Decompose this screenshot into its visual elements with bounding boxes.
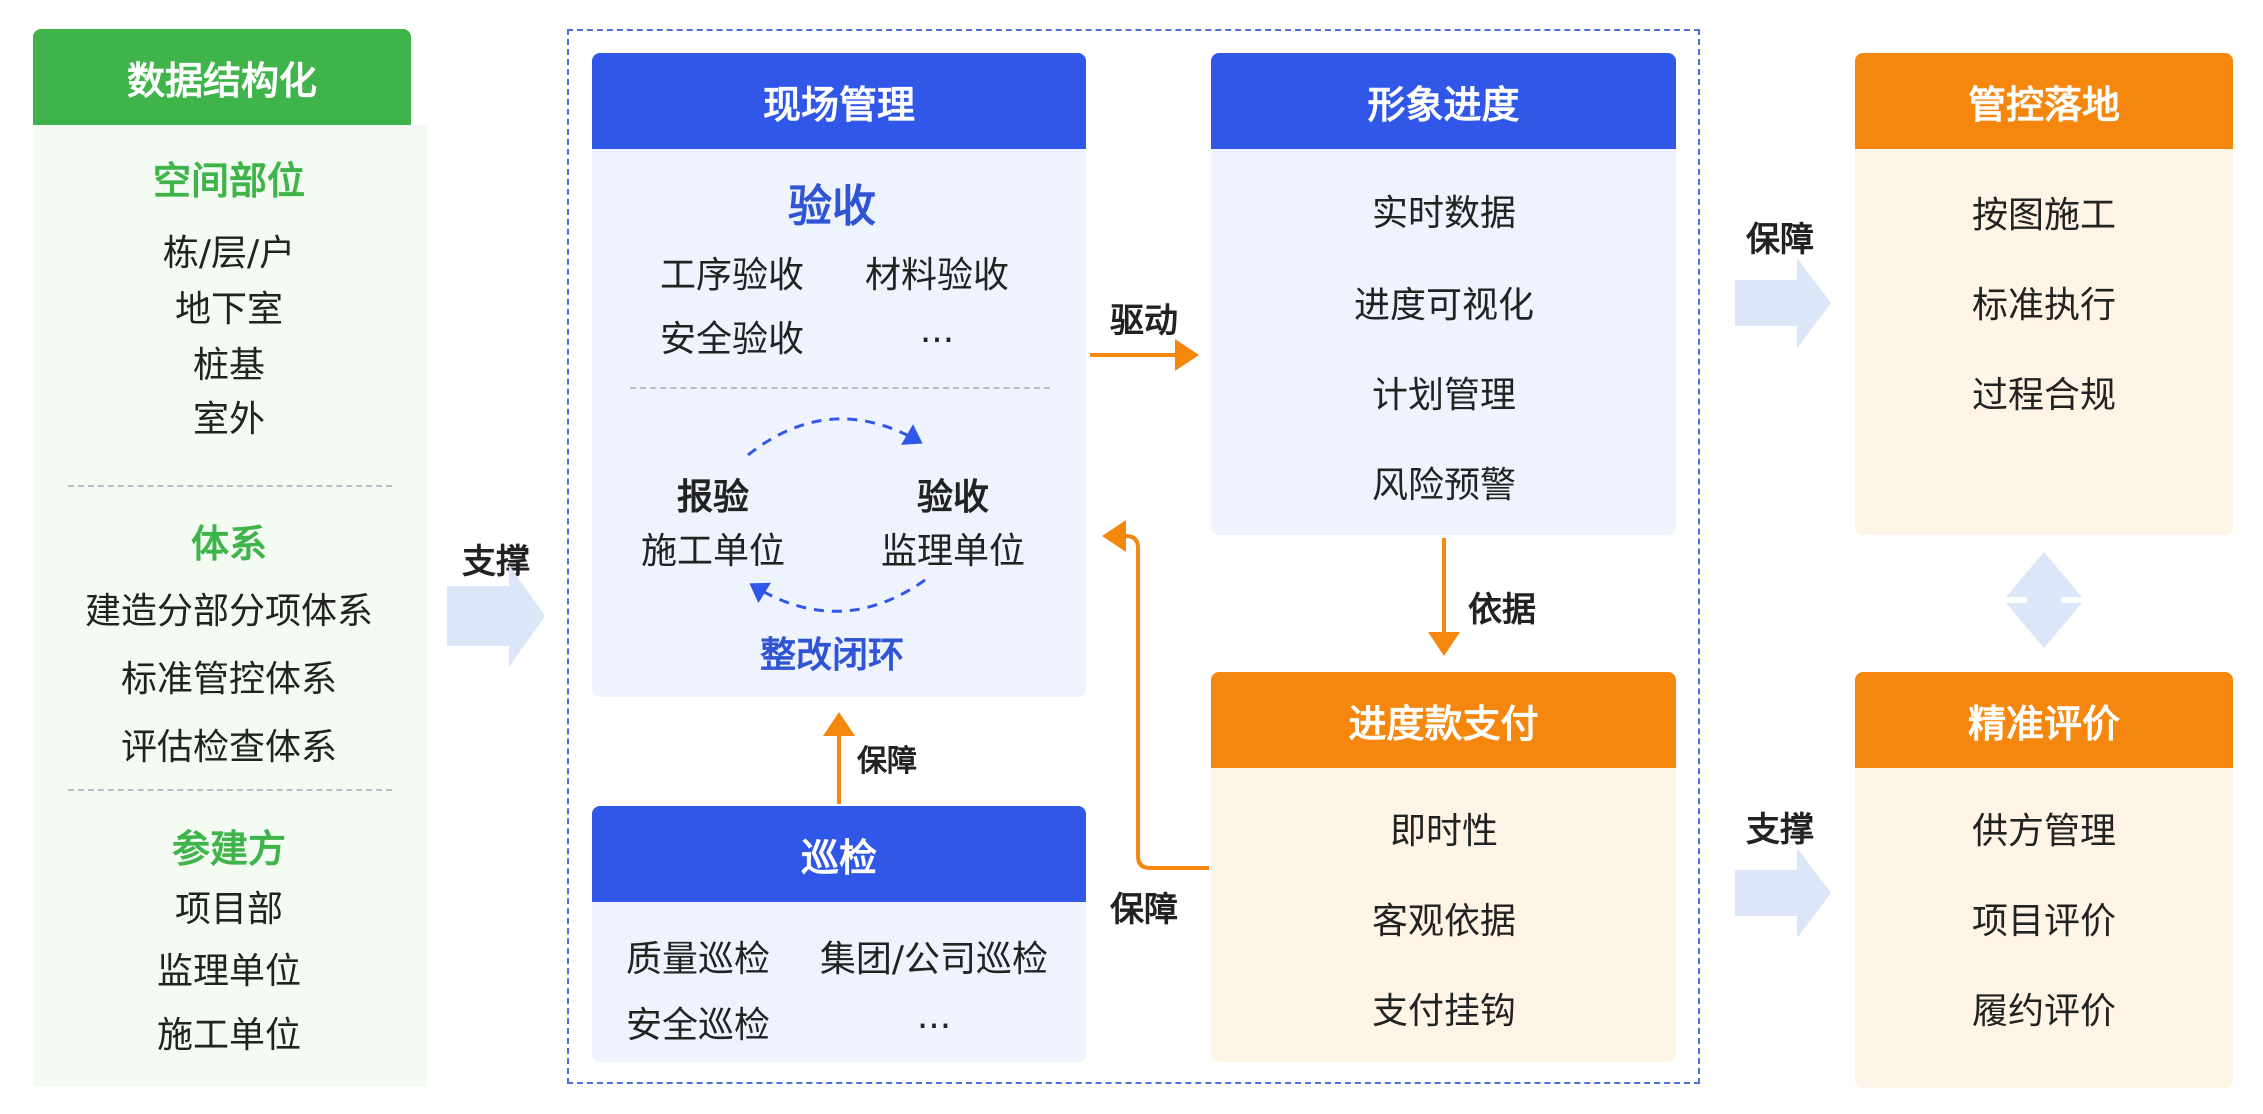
progress-item: 风险预警 [1371,465,1517,506]
support-block-arrow-left [447,565,545,667]
system-item: 建造分部分项体系 [84,591,374,632]
patrol-item: 质量巡检 [625,939,771,980]
system-section-title: 体系 [190,522,268,566]
payment-header: 进度款支付 [1211,672,1676,768]
evaluation-item: 项目评价 [1971,901,2117,942]
payment-panel [1211,768,1676,1062]
basis-label: 依据 [1468,590,1536,630]
guarantee-label-payment: 保障 [1110,890,1178,930]
progress-item: 实时数据 [1371,193,1517,234]
acceptance-item: 安全验收 [659,319,805,360]
data-structuring-header: 数据结构化 [33,29,411,125]
patrol-title: 巡检 [800,835,877,880]
rectification-loop-label: 整改闭环 [759,635,905,676]
accept-label: 验收 [916,477,990,518]
progress-item: 计划管理 [1371,375,1517,416]
progress-panel [1211,149,1676,535]
guarantee-block-arrow-right [1735,258,1831,348]
support-label-right: 支撑 [1746,810,1814,850]
participant-item: 施工单位 [156,1015,302,1056]
guarantee-label-right: 保障 [1746,220,1814,260]
space-item: 桩基 [192,345,266,386]
patrol-item: ... [916,996,952,1037]
report-label: 报验 [676,477,750,518]
control-item: 标准执行 [1971,285,2117,326]
guarantee-label-patrol: 保障 [857,744,917,779]
progress-title: 形象进度 [1367,82,1520,127]
accept-party: 监理单位 [880,531,1026,572]
site-divider [630,387,1050,389]
report-party: 施工单位 [640,531,786,572]
evaluation-header: 精准评价 [1855,672,2233,768]
acceptance-item: 工序验收 [659,255,805,296]
participant-item: 监理单位 [156,951,302,992]
management-container [567,29,1700,1084]
support-label-left: 支撑 [462,542,530,582]
data-structuring-panel [33,125,427,1087]
space-item: 栋/层/户 [162,233,296,274]
evaluation-item: 供方管理 [1971,811,2117,852]
site-management-panel [592,149,1086,697]
site-management-title: 现场管理 [762,82,915,127]
control-header: 管控落地 [1855,53,2233,149]
space-section-title: 空间部位 [152,159,306,203]
bidirectional-block-arrow [2006,552,2082,648]
cycle-arrow-bottom [749,578,926,613]
participant-item: 项目部 [174,889,284,930]
control-panel [1855,149,2233,535]
payment-title: 进度款支付 [1348,701,1539,746]
participants-section-title: 参建方 [171,827,287,871]
control-item: 按图施工 [1971,195,2117,236]
payment-item: 支付挂钩 [1371,991,1517,1032]
space-item: 地下室 [174,289,284,330]
system-item: 标准管控体系 [120,659,338,700]
evaluation-panel [1855,768,2233,1088]
support-block-arrow-right [1735,848,1831,938]
acceptance-title: 验收 [788,181,876,232]
site-management-header: 现场管理 [592,53,1086,149]
guarantee-arrow-payment [1102,520,1209,870]
payment-item: 客观依据 [1371,901,1517,942]
acceptance-item: ... [919,310,955,351]
patrol-item: 安全巡检 [625,1005,771,1046]
progress-item: 进度可视化 [1353,285,1535,326]
section-divider [68,789,392,791]
evaluation-title: 精准评价 [1967,701,2120,746]
section-divider [68,485,392,487]
payment-item: 即时性 [1389,811,1499,852]
data-structuring-title: 数据结构化 [126,58,317,103]
space-item: 室外 [192,399,266,440]
patrol-panel [592,902,1086,1062]
progress-header: 形象进度 [1211,53,1676,149]
patrol-item: 集团/公司巡检 [819,939,1049,980]
patrol-header: 巡检 [592,806,1086,902]
evaluation-item: 履约评价 [1971,991,2117,1032]
acceptance-item: 材料验收 [864,255,1010,296]
control-title: 管控落地 [1967,82,2120,127]
cycle-arrow-top [747,417,923,457]
control-item: 过程合规 [1971,375,2117,416]
drive-label: 驱动 [1110,301,1178,341]
system-item: 评估检查体系 [120,727,338,768]
